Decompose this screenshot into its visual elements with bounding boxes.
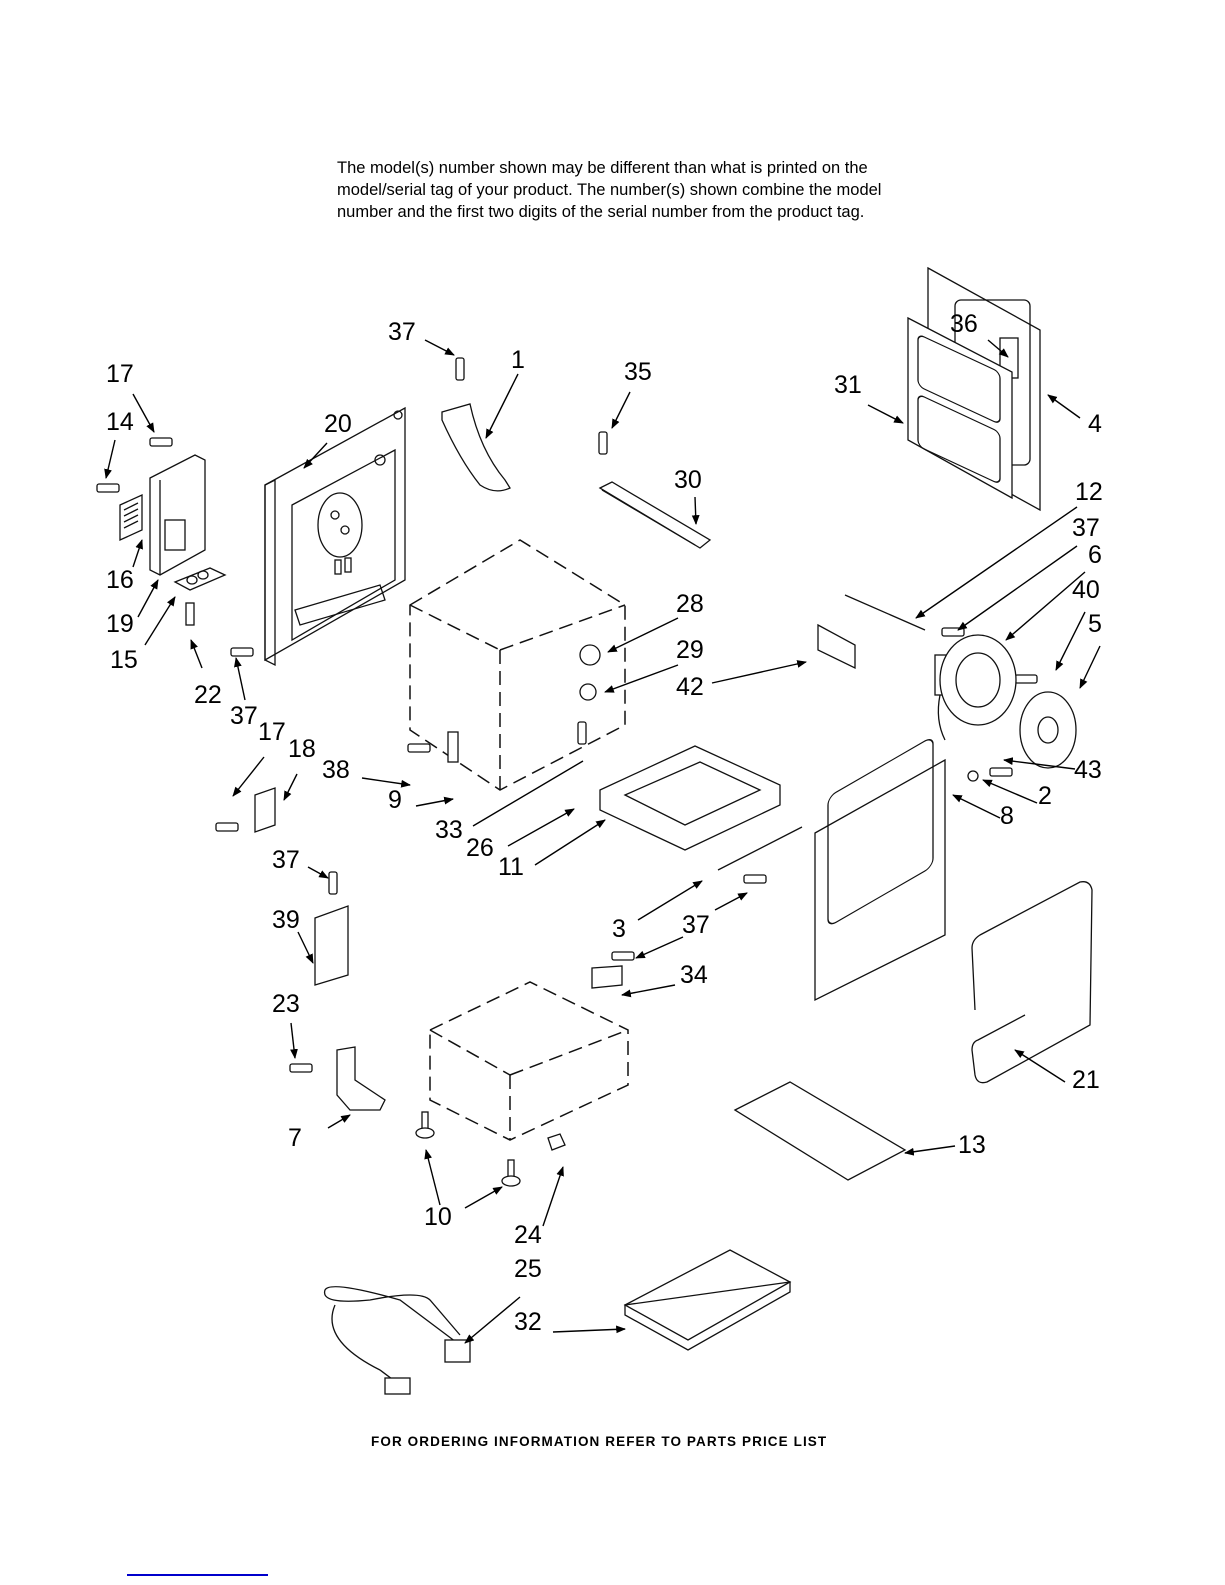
callout-37: 37: [682, 911, 710, 939]
handle-bracket-drawing: [441, 403, 511, 492]
terminal-cover-drawing: [119, 454, 227, 626]
power-cord-drawing: [323, 1286, 471, 1395]
shield-drawing: [817, 623, 856, 670]
side-panels-drawing: [907, 266, 1041, 512]
callout-40: 40: [1072, 576, 1100, 604]
callout-17: 17: [258, 718, 286, 746]
callout-33: 33: [435, 816, 463, 844]
lower-cabinet-drawing: [429, 981, 629, 1141]
fan-cover-drawing: [1019, 691, 1077, 769]
bracket-30-drawing: [598, 481, 712, 549]
oven-cavity-drawing: [409, 539, 626, 791]
leader-lines: [104, 339, 1101, 1344]
callout-25: 25: [514, 1255, 542, 1283]
callout-39: 39: [272, 906, 300, 934]
gasket-drawing: [971, 881, 1093, 1084]
leveling-legs-drawing: [415, 1111, 521, 1187]
clip-drawing: [547, 1133, 566, 1151]
callout-14: 14: [106, 408, 134, 436]
callout-21: 21: [1072, 1066, 1100, 1094]
cooktop-frame-drawing: [599, 745, 781, 851]
disclaimer-line: model/serial tag of your product. The nu…: [337, 181, 882, 199]
disclaimer-line: The model(s) number shown may be differe…: [337, 159, 868, 177]
callout-7: 7: [288, 1124, 302, 1152]
callout-34: 34: [680, 961, 708, 989]
callout-29: 29: [676, 636, 704, 664]
model-disclaimer: The model(s) number shown may be differe…: [337, 157, 977, 223]
bottom-panel-drawing: [733, 1081, 907, 1181]
callout-42: 42: [676, 673, 704, 701]
bracket-34-drawing: [591, 965, 623, 989]
callout-6: 6: [1088, 541, 1102, 569]
disclaimer-line: number and the first two digits of the s…: [337, 203, 865, 221]
callout-37: 37: [1072, 514, 1100, 542]
callout-20: 20: [324, 410, 352, 438]
callout-12: 12: [1075, 478, 1103, 506]
screws-drawing: [96, 357, 1038, 1073]
callout-35: 35: [624, 358, 652, 386]
bracket-39-drawing: [314, 905, 349, 986]
callout-23: 23: [272, 990, 300, 1018]
callout-38: 38: [322, 756, 350, 784]
callout-9: 9: [388, 786, 402, 814]
callout-30: 30: [674, 466, 702, 494]
base-pan-drawing: [623, 1249, 792, 1351]
callout-22: 22: [194, 681, 222, 709]
callout-15: 15: [110, 646, 138, 674]
callout-4: 4: [1088, 410, 1102, 438]
anti-tip-bracket-drawing: [336, 1046, 386, 1111]
callout-24: 24: [514, 1221, 542, 1249]
callout-18: 18: [288, 735, 316, 763]
bulb-drawing: [579, 683, 597, 701]
callout-labels: 37 1 35 30 17 14 20 16 19 15 22 37 31 36…: [106, 310, 1103, 1336]
callout-17: 17: [106, 360, 134, 388]
callout-26: 26: [466, 834, 494, 862]
callout-37: 37: [388, 318, 416, 346]
callout-13: 13: [958, 1131, 986, 1159]
fan-motor-drawing: [934, 634, 1017, 741]
front-frame-drawing: [814, 738, 946, 1002]
callout-10: 10: [424, 1203, 452, 1231]
callout-3: 3: [612, 915, 626, 943]
callout-28: 28: [676, 590, 704, 618]
ordering-info-footer: FOR ORDERING INFORMATION REFER TO PARTS …: [371, 1434, 828, 1449]
callout-37: 37: [230, 702, 258, 730]
rear-panel-drawing: [264, 406, 406, 667]
callout-43: 43: [1074, 756, 1102, 784]
hinge-receptacle-drawing: [447, 731, 459, 763]
callout-32: 32: [514, 1308, 542, 1336]
callout-5: 5: [1088, 610, 1102, 638]
hyperlink-underline[interactable]: [127, 1574, 268, 1576]
callout-11: 11: [498, 853, 524, 881]
bracket-18-drawing: [254, 787, 276, 833]
callout-19: 19: [106, 610, 134, 638]
trim-drawing: [717, 826, 803, 871]
sensor-drawing: [844, 594, 926, 631]
callout-8: 8: [1000, 802, 1014, 830]
callout-37: 37: [272, 846, 300, 874]
lamp-socket-drawing: [579, 644, 601, 666]
callout-36: 36: [950, 310, 978, 338]
callout-31: 31: [834, 371, 862, 399]
callout-2: 2: [1038, 782, 1052, 810]
callout-1: 1: [511, 346, 525, 374]
callout-16: 16: [106, 566, 134, 594]
